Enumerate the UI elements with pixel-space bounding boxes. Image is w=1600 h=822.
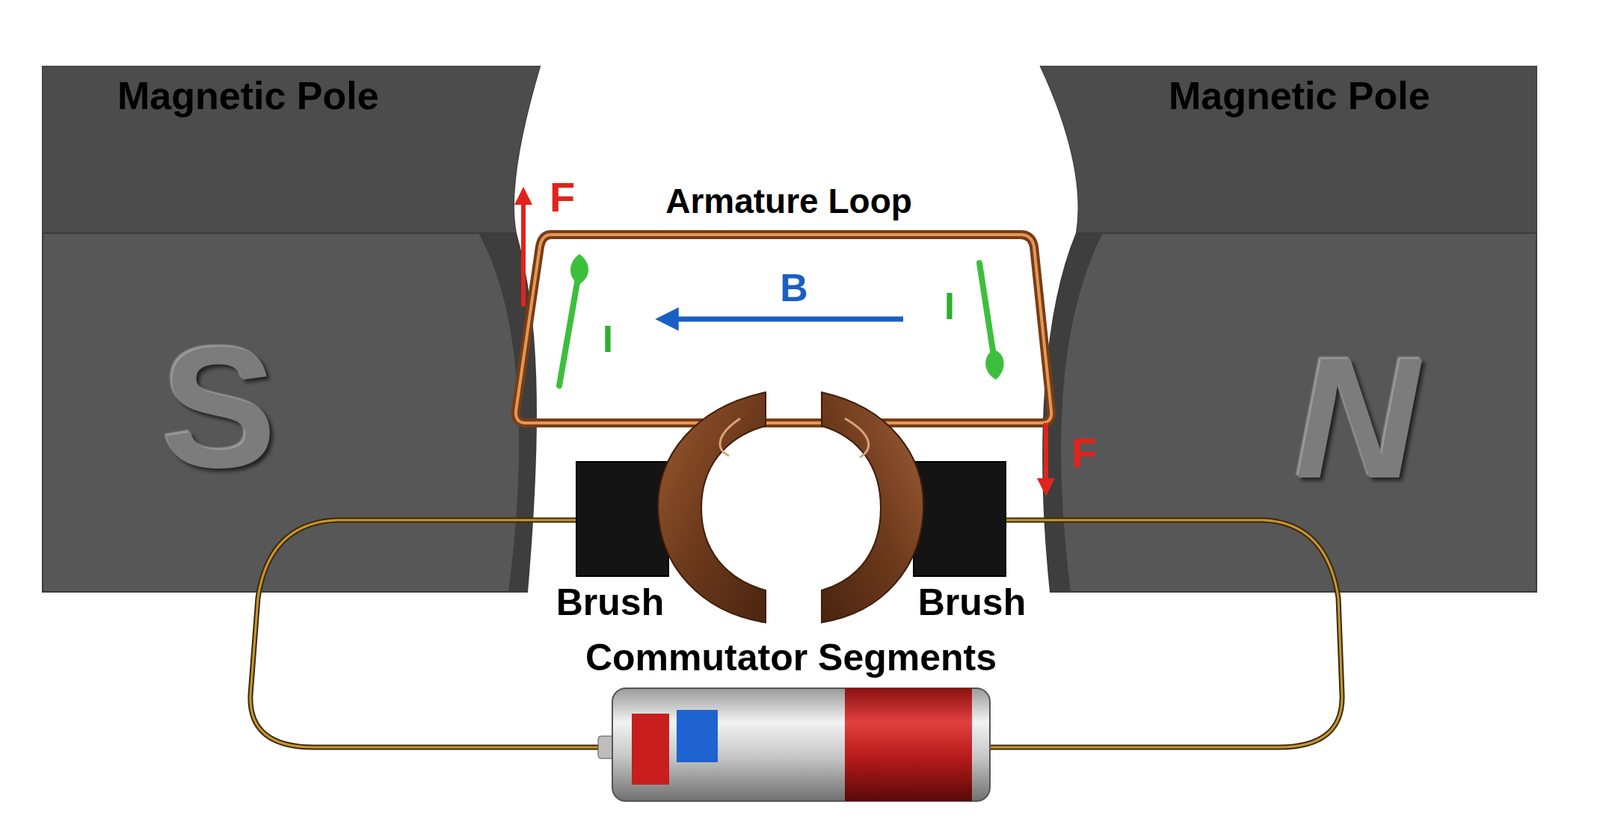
field-label: B <box>779 266 809 312</box>
part-label: Commutator Segments <box>585 637 997 681</box>
current-arrow-head <box>985 349 1005 380</box>
wire <box>988 520 1343 748</box>
armature-coil <box>515 234 1052 424</box>
pole-body <box>42 66 540 593</box>
magnetic-pole: Magnetic PoleS <box>42 66 540 593</box>
commutator-highlight <box>844 418 869 458</box>
battery-logo <box>676 710 718 763</box>
part-label: Armature Loop <box>665 181 913 222</box>
current-arrow-head <box>570 254 589 285</box>
armature-coil <box>515 234 1052 424</box>
current-label: I <box>944 285 955 329</box>
pole-label: Magnetic Pole <box>117 74 380 119</box>
brush-block <box>576 462 669 577</box>
force-label: F <box>549 173 575 222</box>
current-arrow <box>559 278 578 386</box>
current-label: I <box>602 318 614 362</box>
commutator-segment <box>657 392 766 623</box>
part-label: Brush <box>556 581 664 626</box>
pole-letter: S <box>161 322 276 495</box>
force-arrow <box>1043 423 1049 488</box>
battery-logo <box>631 714 670 786</box>
wire <box>988 520 1343 748</box>
wire <box>250 520 615 748</box>
pole-body <box>1040 66 1537 593</box>
pole-edge <box>1076 232 1537 235</box>
battery-band <box>844 688 972 802</box>
part-label: Brush <box>918 581 1026 626</box>
pole-top-face <box>1040 66 1537 234</box>
pole-letter: N <box>1294 332 1420 505</box>
magnetic-pole: Magnetic PoleN <box>1040 66 1537 593</box>
pole-edge <box>42 232 516 235</box>
current-arrow <box>979 263 994 356</box>
battery-body <box>612 688 990 802</box>
force-label: F <box>1071 429 1097 478</box>
pole-label: Magnetic Pole <box>1168 74 1431 119</box>
pole-face-shade <box>478 233 537 593</box>
field-arrow <box>666 317 904 323</box>
commutator-highlight <box>720 418 741 457</box>
pole-top-face <box>42 66 540 234</box>
wire <box>250 520 615 748</box>
brush-block <box>913 462 1006 577</box>
force-arrow <box>521 195 526 307</box>
commutator-segment <box>821 392 924 623</box>
